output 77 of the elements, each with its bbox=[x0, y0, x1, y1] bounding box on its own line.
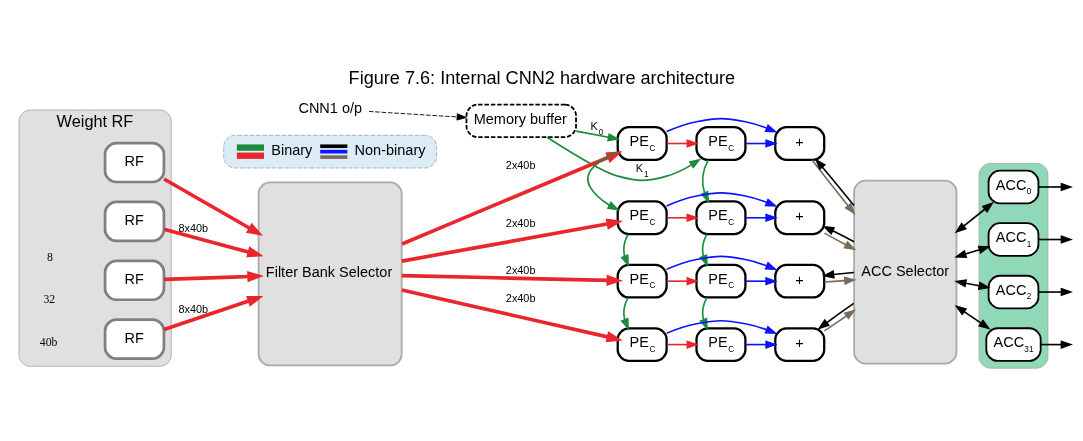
arrow bbox=[811, 159, 856, 215]
label: 32 bbox=[43, 293, 56, 307]
node-box: RF bbox=[103, 141, 166, 184]
node-box: PE$_{C}$ bbox=[695, 327, 747, 362]
arrow bbox=[546, 136, 702, 182]
edge-label: K$_{1}$ bbox=[635, 162, 649, 179]
arrow bbox=[1037, 287, 1073, 297]
arrow bbox=[745, 276, 778, 286]
arrow bbox=[1037, 235, 1073, 244]
edge-label: 2x40b bbox=[505, 217, 536, 230]
arrow bbox=[665, 117, 778, 133]
node-text: CNN1 o/p bbox=[298, 99, 363, 116]
arrow bbox=[401, 288, 623, 343]
edge-label: K$_{0}$ bbox=[590, 120, 604, 137]
arrow bbox=[745, 340, 778, 349]
legend-label: Non-binary bbox=[354, 142, 426, 159]
edge-label: 2x40b bbox=[505, 291, 536, 304]
node-box: RF bbox=[103, 200, 166, 243]
edge-label: 8x40b bbox=[178, 221, 209, 234]
node-box: PE$_{C}$ bbox=[695, 126, 747, 161]
arrow bbox=[666, 139, 699, 148]
arrow bbox=[745, 139, 778, 148]
arrow bbox=[823, 232, 857, 251]
arrow bbox=[666, 340, 699, 349]
node-box: ACC$_{31}$ bbox=[985, 327, 1042, 362]
arrow bbox=[822, 225, 855, 243]
node-box: ACC$_{1}$ bbox=[987, 222, 1040, 257]
node-box: PE$_{C}$ bbox=[616, 200, 668, 236]
arrow bbox=[401, 218, 623, 263]
node-box: RF bbox=[103, 318, 166, 360]
arrow bbox=[401, 151, 623, 246]
arrow bbox=[163, 227, 264, 258]
node-box: ACC$_{0}$ bbox=[987, 169, 1040, 205]
arrow bbox=[163, 270, 264, 283]
arrow bbox=[666, 213, 699, 223]
node-box: PE$_{C}$ bbox=[695, 200, 747, 236]
arrow bbox=[954, 245, 991, 258]
node-box: ACC$_{2}$ bbox=[987, 274, 1040, 310]
arrow bbox=[1040, 340, 1073, 349]
node-box: + bbox=[774, 126, 826, 161]
arrow bbox=[575, 130, 620, 142]
arrow bbox=[368, 111, 467, 121]
node-box: + bbox=[774, 263, 826, 299]
node-box: PE$_{C}$ bbox=[616, 327, 668, 362]
arrow bbox=[814, 158, 855, 207]
arrow bbox=[954, 279, 991, 290]
arrow bbox=[401, 273, 623, 287]
arrow bbox=[1037, 182, 1073, 192]
node-box: Memory buffer bbox=[465, 103, 577, 139]
arrow bbox=[666, 276, 699, 286]
arrow bbox=[163, 295, 264, 332]
edge-label: 8x40b bbox=[178, 302, 209, 315]
arrow bbox=[822, 270, 855, 279]
node-box: + bbox=[774, 200, 826, 236]
legend-label: Binary bbox=[271, 142, 313, 159]
node-box: PE$_{C}$ bbox=[616, 263, 668, 299]
arrow bbox=[620, 296, 630, 331]
arrow bbox=[620, 233, 630, 268]
arrow bbox=[954, 305, 991, 330]
node-box: PE$_{C}$ bbox=[695, 263, 747, 299]
node-box: PE$_{C}$ bbox=[616, 126, 668, 161]
arrow bbox=[823, 276, 857, 286]
edge-label: 2x40b bbox=[505, 264, 536, 277]
arrow bbox=[817, 302, 855, 330]
node-box: RF bbox=[103, 259, 166, 302]
arrow bbox=[954, 201, 995, 234]
arrow bbox=[745, 213, 778, 223]
diagram-title: Figure 7.6: Internal CNN2 hardware architecture bbox=[348, 67, 736, 88]
label: 40b bbox=[39, 335, 58, 349]
arrow bbox=[586, 151, 620, 211]
node-box: ACC Selector bbox=[853, 179, 958, 365]
edge-label: 2x40b bbox=[505, 158, 536, 171]
node-box: + bbox=[774, 327, 826, 362]
arrow bbox=[163, 177, 263, 236]
node-box: Filter Bank Selector bbox=[257, 181, 403, 367]
label: 8 bbox=[47, 250, 53, 264]
arrow bbox=[823, 309, 857, 332]
